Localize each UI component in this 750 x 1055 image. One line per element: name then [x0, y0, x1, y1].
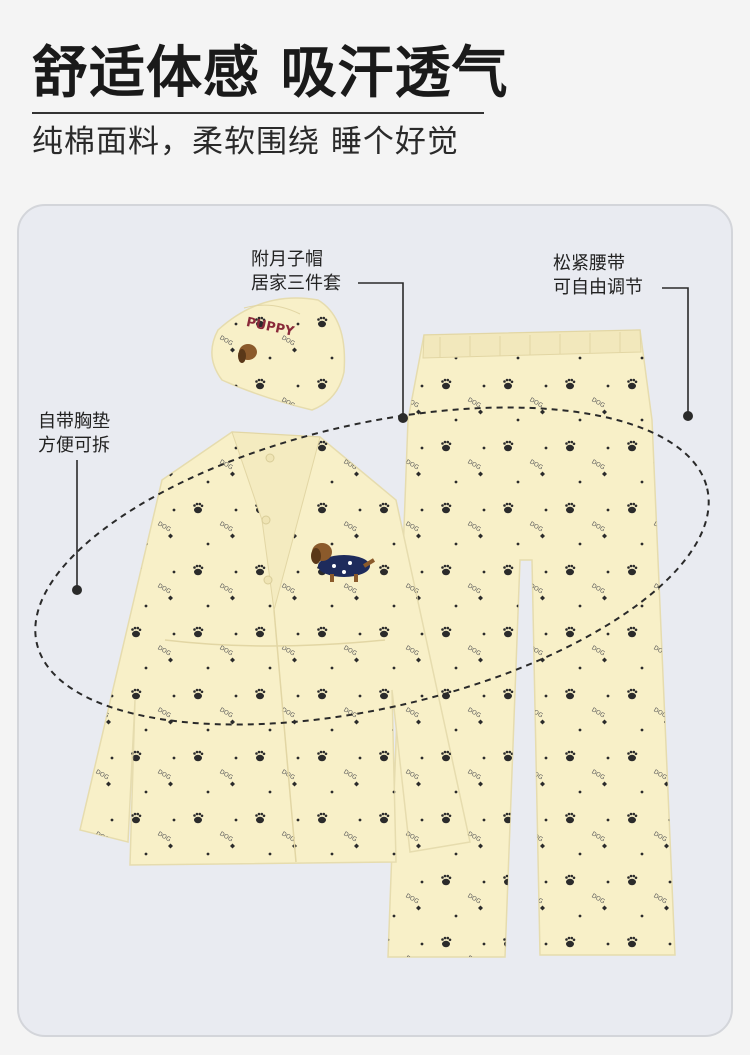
baby-hat: PUPPY	[211, 297, 346, 411]
waistband-callout-dot	[683, 411, 693, 421]
hat-callout: 附月子帽 居家三件套	[251, 248, 341, 296]
pajama-top	[79, 431, 471, 866]
dog-applique	[311, 543, 376, 582]
hat-callout-line2: 居家三件套	[251, 273, 341, 294]
dashed-ring	[34, 406, 710, 726]
headline-title: 舒适体感 吸汗透气	[32, 41, 509, 106]
hat-callout-dot	[398, 413, 408, 423]
headline-subtitle: 纯棉面料，柔软围绕 睡个好觉	[32, 124, 459, 160]
pad-callout-line2: 方便可拆	[38, 435, 110, 456]
waistband-callout-line2: 可自由调节	[553, 277, 643, 298]
pad-callout-line1: 自带胸垫	[38, 411, 110, 432]
waistband-connector-line	[662, 287, 689, 416]
headline-underline	[32, 112, 484, 114]
waistband-callout-line1: 松紧腰带	[553, 253, 625, 274]
pad-callout: 自带胸垫 方便可拆	[38, 410, 110, 458]
hat-callout-line1: 附月子帽	[251, 249, 323, 270]
pad-callout-dot	[72, 585, 82, 595]
waistband-callout: 松紧腰带 可自由调节	[553, 252, 643, 300]
hat-connector-line	[358, 282, 404, 418]
